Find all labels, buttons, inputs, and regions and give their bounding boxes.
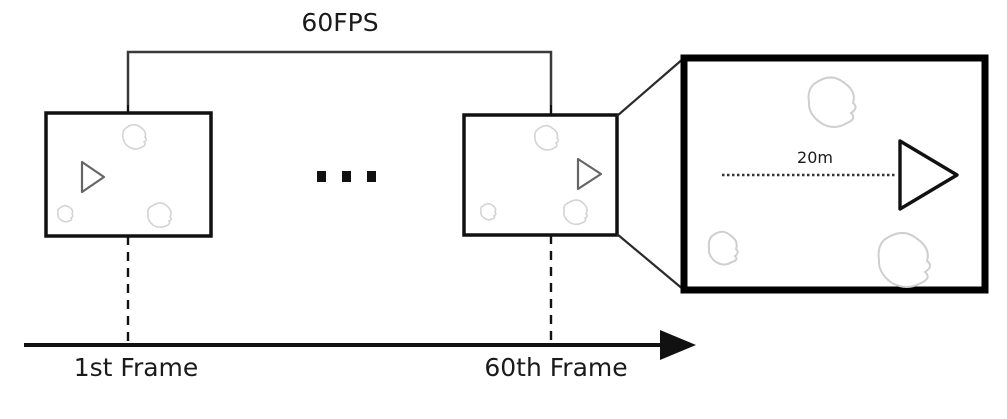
frame-1-caption: 1st Frame xyxy=(73,353,199,382)
fps-bracket xyxy=(126,50,553,105)
zoom-detail-panel xyxy=(680,54,989,294)
zoom-panel-obstacles xyxy=(707,76,931,288)
zoom-agent-triangle xyxy=(898,139,959,211)
frame-60-obstacles xyxy=(479,124,589,226)
frame-1-box xyxy=(44,105,213,345)
timeline-arrow-head xyxy=(660,330,696,360)
distance-label: 20m xyxy=(797,148,833,167)
magnifier-connector-lines xyxy=(616,57,685,291)
frame-60-box xyxy=(462,105,619,345)
frame-1-obstacles xyxy=(56,123,173,229)
frame-60-agent-triangle xyxy=(576,157,603,191)
timeline-axis xyxy=(24,330,696,360)
frame-60-caption: 60th Frame xyxy=(484,353,628,382)
ellipsis-dots xyxy=(317,171,376,182)
frame-1-agent-triangle xyxy=(80,160,106,194)
fps-label: 60FPS xyxy=(301,8,379,37)
